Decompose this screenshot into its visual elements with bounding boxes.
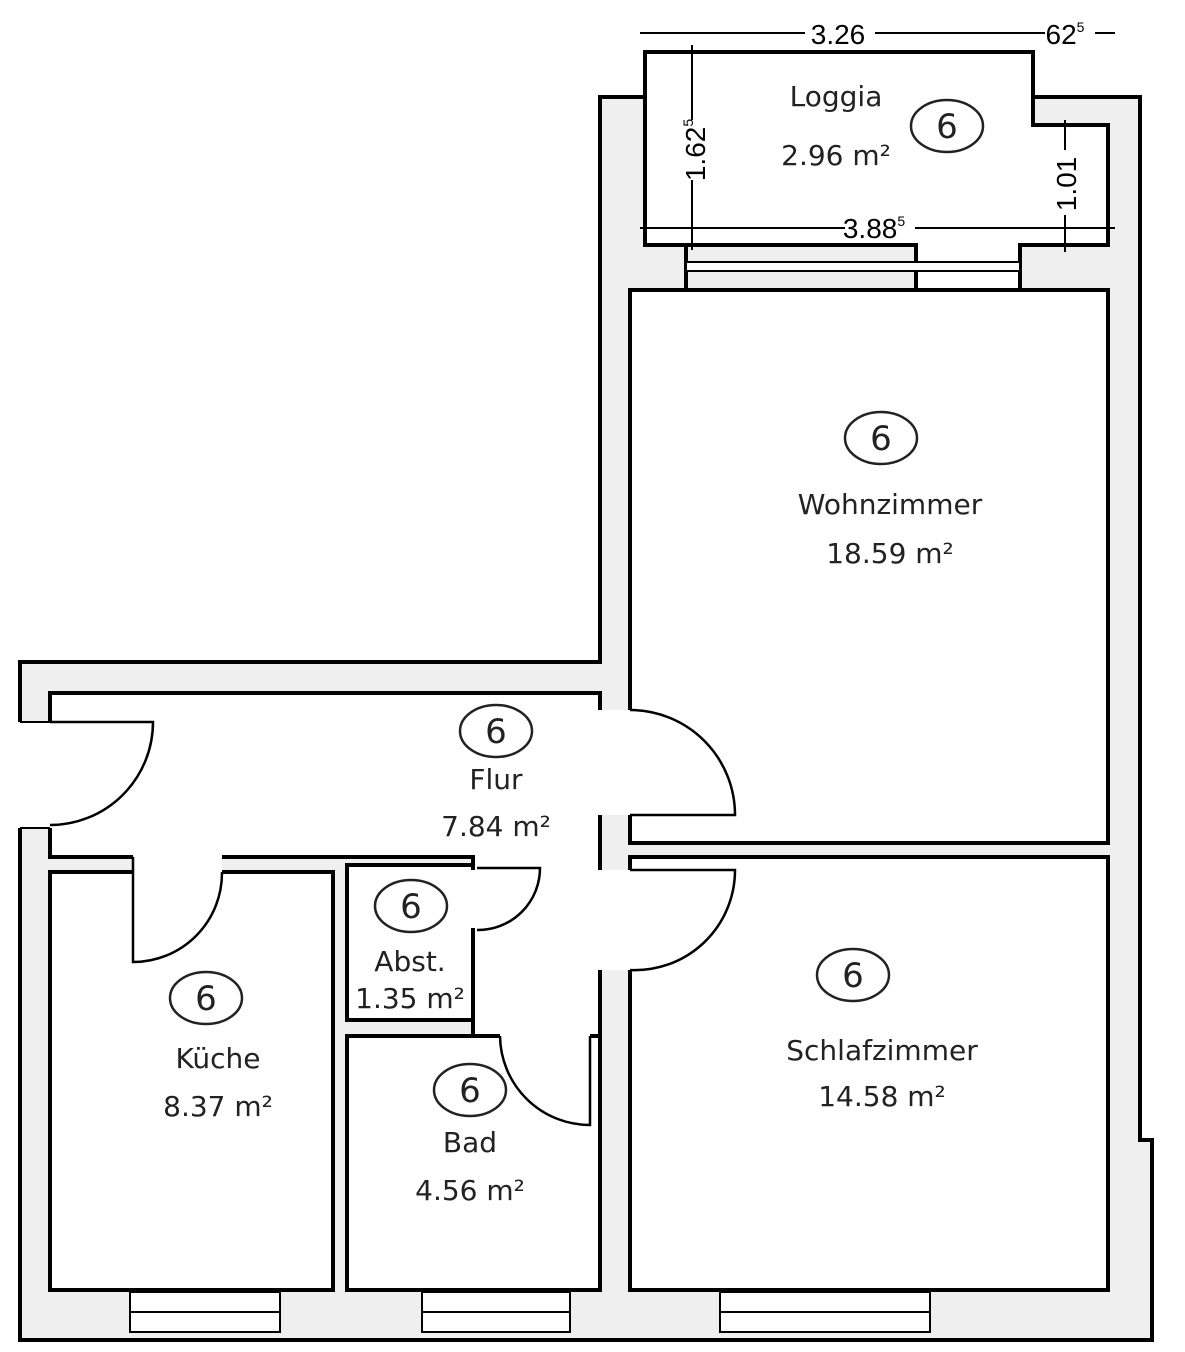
- kueche-badge: [168, 970, 244, 1026]
- wohnzimmer-badge-number: 6: [870, 419, 892, 459]
- flur-badge-number: 6: [485, 712, 507, 752]
- wohnzimmer-badge: [843, 410, 919, 466]
- room-schlafzimmer: [628, 855, 1110, 1292]
- entrance-door[interactable]: [49, 720, 155, 827]
- dimension-lines: [640, 32, 1115, 252]
- dim-loggia-offset: 625: [1046, 19, 1085, 50]
- dim-loggia-depth: 1.625: [680, 119, 711, 182]
- bad-badge: [432, 1062, 508, 1118]
- kueche-name: Küche: [175, 1042, 260, 1075]
- flur-name: Flur: [469, 763, 523, 796]
- flur-area: 7.84 m²: [441, 810, 551, 843]
- abst-name: Abst.: [374, 945, 445, 978]
- wohnzimmer-door[interactable]: [629, 708, 737, 817]
- abst-door[interactable]: [476, 866, 542, 932]
- wohnzimmer-area: 18.59 m²: [826, 537, 954, 570]
- loggia-area: 2.96 m²: [781, 139, 891, 172]
- bad-badge-number: 6: [459, 1071, 481, 1111]
- loggia-badge-number: 6: [936, 107, 958, 147]
- dim-loggia-width-bottom: 3.885: [843, 213, 906, 244]
- schlafzimmer-door[interactable]: [629, 868, 737, 972]
- kueche-badge-number: 6: [195, 979, 217, 1019]
- dim-loggia-side: 1.01: [1051, 157, 1082, 212]
- kueche-area: 8.37 m²: [163, 1090, 273, 1123]
- loggia-name: Loggia: [790, 80, 883, 113]
- loggia-door-window: [685, 261, 1021, 272]
- schlafzimmer-area: 14.58 m²: [818, 1080, 946, 1113]
- bad-area: 4.56 m²: [415, 1174, 525, 1207]
- bad-name: Bad: [443, 1126, 497, 1159]
- schlafzimmer-badge-number: 6: [842, 956, 864, 996]
- schlafzimmer-name: Schlafzimmer: [786, 1034, 978, 1067]
- abst-area: 1.35 m²: [355, 982, 465, 1015]
- schlafzimmer-badge: [815, 947, 891, 1003]
- loggia-badge: [909, 98, 985, 154]
- wohnzimmer-name: Wohnzimmer: [798, 488, 983, 521]
- abst-badge: [373, 878, 449, 934]
- abst-badge-number: 6: [400, 887, 422, 927]
- bad-door[interactable]: [498, 1035, 592, 1127]
- entrance-opening: [18, 722, 52, 828]
- dim-loggia-width-top: 3.26: [811, 19, 866, 50]
- room-wohnzimmer: [628, 288, 1110, 845]
- room-kueche: [48, 870, 335, 1292]
- kueche-door[interactable]: [131, 857, 224, 964]
- flur-badge: [458, 703, 534, 759]
